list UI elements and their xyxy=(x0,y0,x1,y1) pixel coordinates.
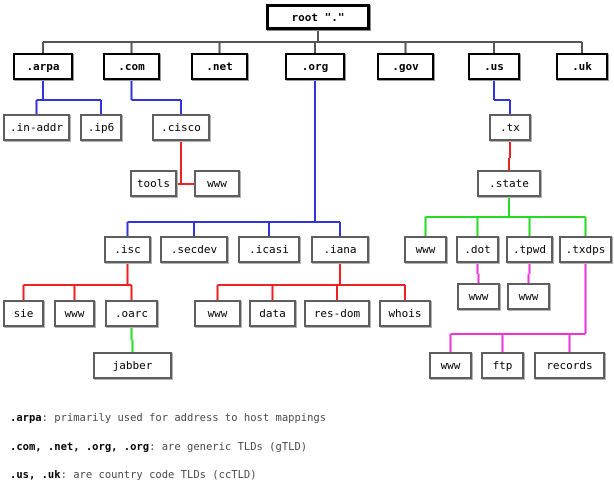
node-gov: .gov xyxy=(377,53,434,80)
node-inaddr: .in-addr xyxy=(3,114,70,141)
node-iscwww: www xyxy=(54,300,95,327)
node-records: records xyxy=(534,352,605,379)
node-tpwd: .tpwd xyxy=(506,236,553,263)
node-dot: .dot xyxy=(456,236,499,263)
node-oarc: .oarc xyxy=(105,300,158,327)
legend-desc-1: : primarily used for address to host map… xyxy=(41,412,327,424)
node-icasi: .icasi xyxy=(238,236,300,263)
node-secdev: .secdev xyxy=(160,236,228,263)
legend-term-3: .us, .uk xyxy=(10,469,61,481)
legend-term-1: .arpa xyxy=(10,412,42,424)
node-cisco: .cisco xyxy=(152,114,210,141)
node-resdom: res-dom xyxy=(304,300,370,327)
node-sie: sie xyxy=(3,300,44,327)
node-dpsftp: ftp xyxy=(481,352,524,379)
node-state: .state xyxy=(477,170,541,197)
node-ip6: .ip6 xyxy=(80,114,122,141)
node-isc: .isc xyxy=(104,236,151,263)
node-org: .org xyxy=(285,53,345,80)
node-iana: .iana xyxy=(311,236,369,263)
node-arpa: .arpa xyxy=(13,53,73,80)
node-ciscowww: www xyxy=(194,170,240,197)
node-tpwdwww: www xyxy=(507,283,550,310)
node-net: .net xyxy=(191,53,248,80)
node-tx: .tx xyxy=(489,114,531,141)
node-tools: tools xyxy=(130,170,177,197)
node-com: .com xyxy=(103,53,160,80)
legend-term-2: .com, .net, .org, .org xyxy=(10,441,150,453)
legend-desc-3: : are country code TLDs (ccTLD) xyxy=(60,469,257,481)
node-data: data xyxy=(249,300,296,327)
node-txdps: .txdps xyxy=(559,236,612,263)
node-ianawww: www xyxy=(194,300,241,327)
node-root: root "." xyxy=(266,4,370,30)
node-us: .us xyxy=(468,53,520,80)
node-uk: .uk xyxy=(556,53,608,80)
legend-desc-2: : are generic TLDs (gTLD) xyxy=(149,441,308,453)
node-dotwww: www xyxy=(457,283,500,310)
node-statewww: www xyxy=(404,236,447,263)
node-jabber: jabber xyxy=(93,352,172,379)
legend-line-1: .arpa: primarily used for address to hos… xyxy=(10,412,326,424)
node-whois: whois xyxy=(379,300,431,327)
legend-line-2: .com, .net, .org, .org: are generic TLDs… xyxy=(10,441,307,453)
node-dpswww: www xyxy=(429,352,472,379)
legend-line-3: .us, .uk: are country code TLDs (ccTLD) xyxy=(10,469,257,481)
